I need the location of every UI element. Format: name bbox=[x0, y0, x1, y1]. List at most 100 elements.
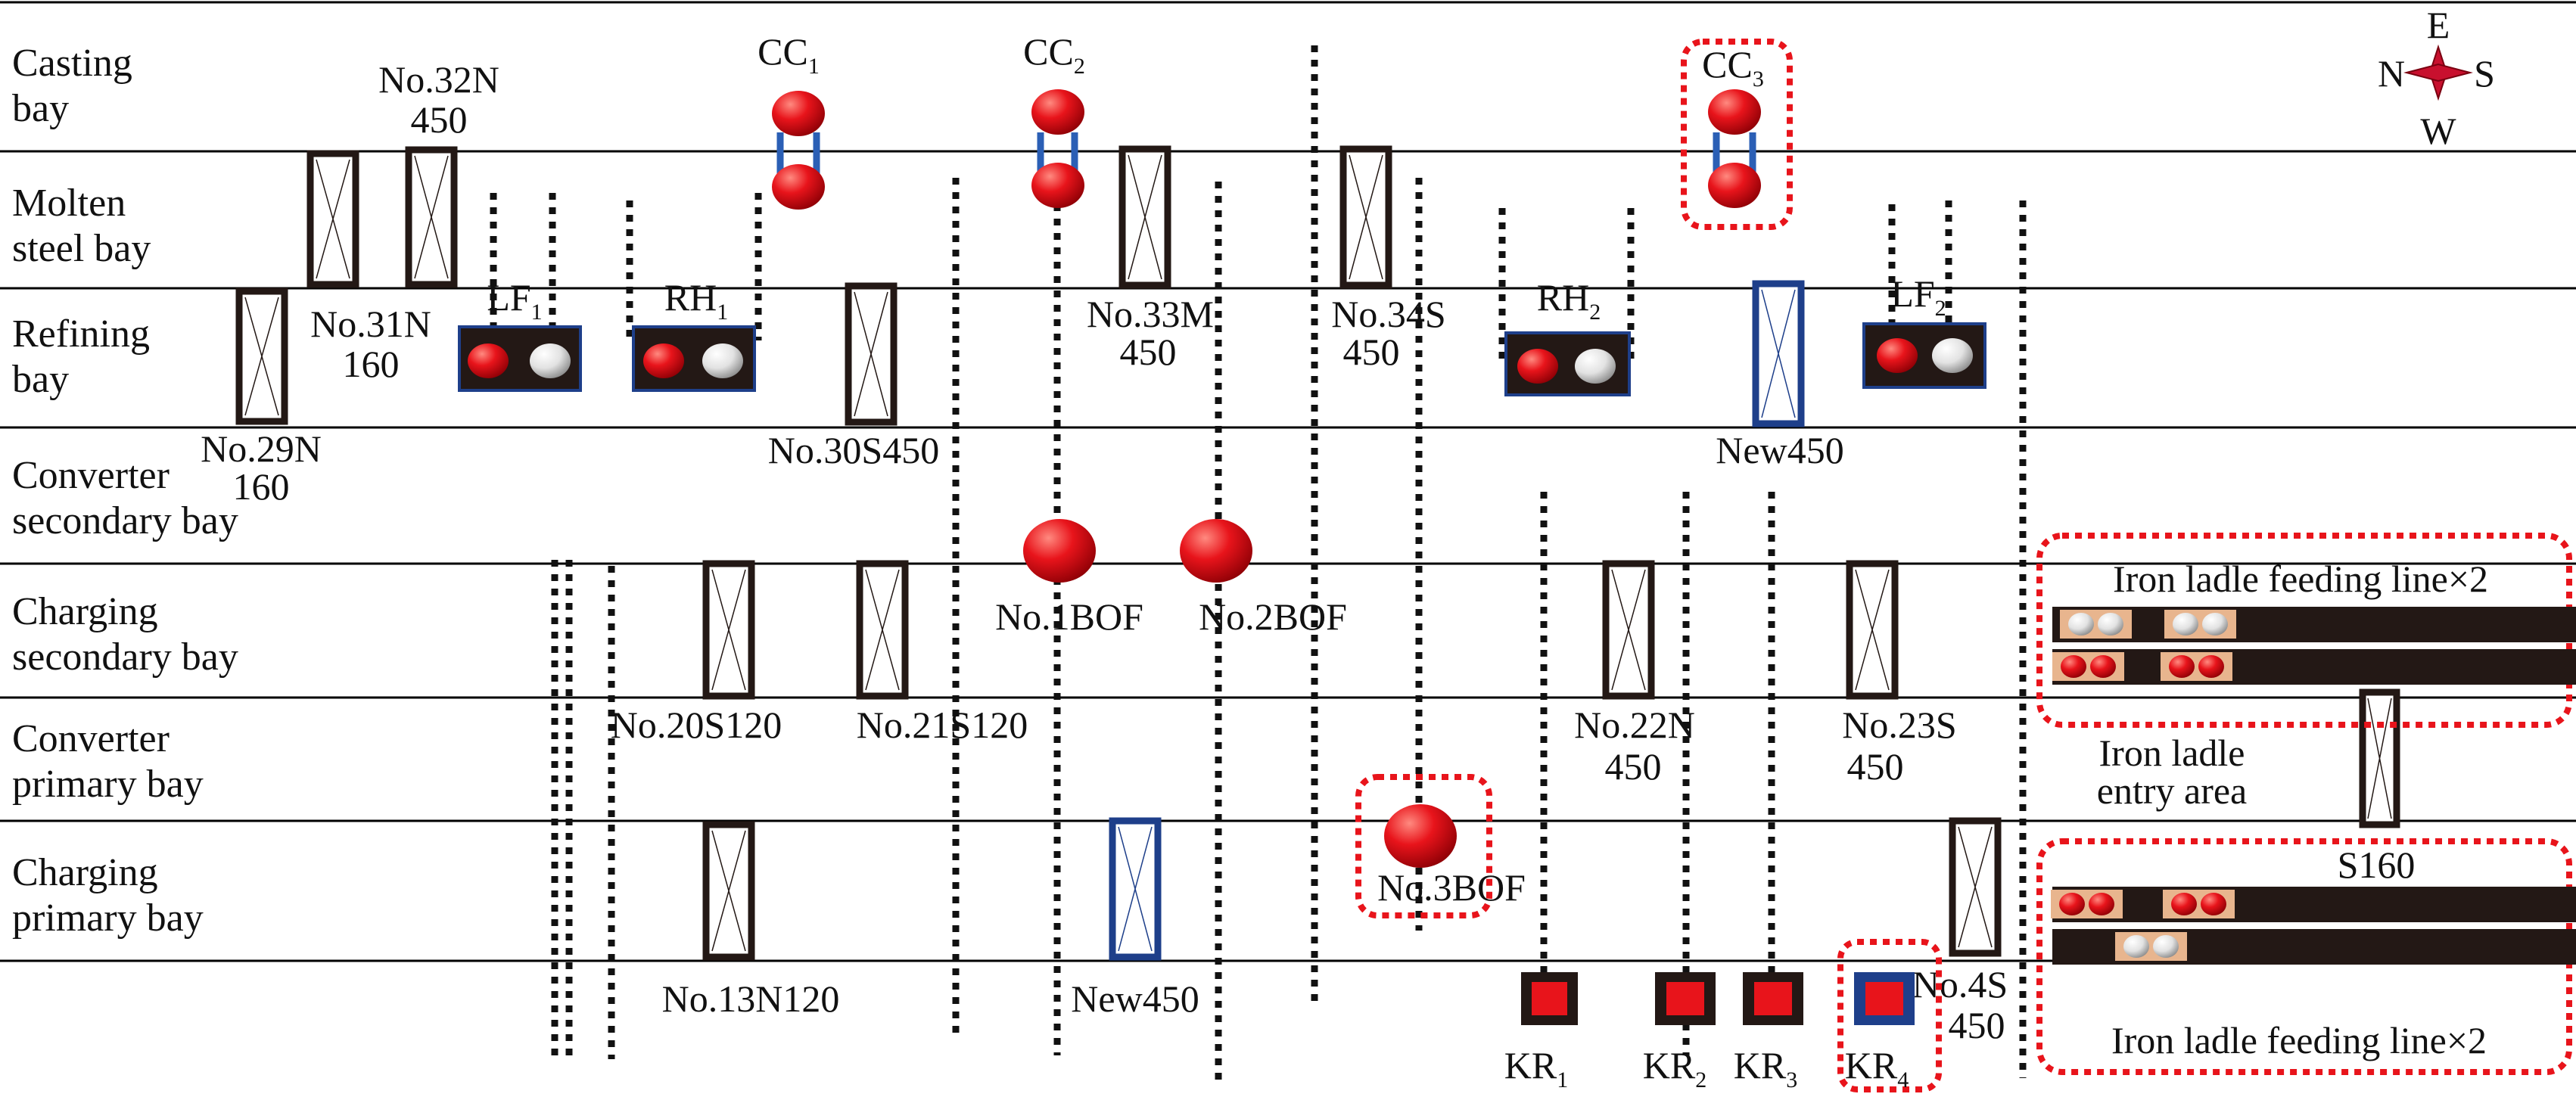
iron-entry-label-line2: entry area bbox=[2097, 769, 2247, 812]
bay-charg-secondary-line1: Charging bbox=[12, 590, 158, 633]
converters: No.1BOF No.2BOF No.3BOF bbox=[995, 519, 1526, 918]
bay-casting-line2: bay bbox=[12, 87, 69, 130]
ladle-car-1 bbox=[2060, 610, 2132, 639]
bay-charg-secondary-line2: secondary bay bbox=[12, 636, 238, 679]
iron-feeding-top-label: Iron ladle feeding line×2 bbox=[2113, 558, 2488, 600]
crane-no13n bbox=[702, 821, 755, 961]
kr-3: KR3 bbox=[1734, 972, 1803, 1092]
kr-4: KR4 bbox=[1837, 939, 1942, 1092]
crane-label-no30s: No.30S450 bbox=[768, 429, 939, 471]
caster-cc1: CC1 bbox=[758, 30, 825, 210]
crane-label-no33m: No.33M bbox=[1087, 293, 1214, 335]
crane-label-no34s-cap: 450 bbox=[1343, 331, 1400, 373]
converter-no2bof bbox=[1180, 519, 1252, 583]
kr-1-label: KR1 bbox=[1504, 1044, 1568, 1092]
crane-no31n bbox=[306, 150, 359, 288]
ladle-car-6 bbox=[2163, 890, 2235, 918]
feeding-track-1 bbox=[2052, 607, 2576, 642]
crane-label-new450-top: New450 bbox=[1716, 429, 1843, 471]
kr-4-highlight bbox=[1837, 939, 1942, 1092]
crane-label-no4s: No.4S bbox=[1912, 963, 2008, 1005]
crane-label-no34s: No.34S bbox=[1331, 293, 1445, 335]
crane-label-no32n-cap: 450 bbox=[411, 98, 468, 141]
crane-new450-top bbox=[1752, 280, 1805, 427]
bay-refining-line1: Refining bbox=[12, 312, 150, 356]
bay-conv-secondary-line2: secondary bay bbox=[12, 499, 238, 542]
refining-lf1: LF1 bbox=[458, 276, 582, 392]
crane-label-no31n-cap: 160 bbox=[343, 343, 400, 385]
refining-lf2-label: LF2 bbox=[1890, 272, 1946, 321]
crane-no30s bbox=[845, 282, 898, 426]
feeding-track-2 bbox=[2052, 649, 2576, 685]
bay-molten-line2: steel bay bbox=[12, 227, 151, 270]
refining-lf2: LF2 bbox=[1862, 272, 1986, 389]
iron-entry-label-line1: Iron ladle bbox=[2099, 732, 2245, 774]
crane-no32n bbox=[405, 146, 458, 288]
kr-3-label: KR3 bbox=[1734, 1044, 1797, 1092]
converter-no3bof-label: No.3BOF bbox=[1377, 866, 1526, 909]
compass-south: S bbox=[2474, 52, 2495, 95]
crane-labels: No.32N 450 No.31N 160 No.29N 160 No.30S4… bbox=[201, 58, 2008, 1046]
crane-label-no4s-cap: 450 bbox=[1949, 1004, 2005, 1046]
converter-no1bof-label: No.1BOF bbox=[995, 595, 1143, 638]
crane-no21s bbox=[856, 560, 909, 700]
caster-cc2-label: CC2 bbox=[1023, 30, 1085, 79]
bay-refining-line2: bay bbox=[12, 358, 69, 401]
kr-2-label: KR2 bbox=[1643, 1044, 1706, 1092]
crane-no29n bbox=[235, 287, 288, 425]
converter-no3bof-highlight bbox=[1355, 774, 1492, 918]
caster-cc2: CC2 bbox=[1023, 30, 1085, 208]
converter-no1bof bbox=[1023, 519, 1096, 583]
compass-east: E bbox=[2427, 4, 2450, 46]
crane-label-no23s: No.23S bbox=[1842, 704, 1956, 746]
bay-labels: Casting bay Molten steel bay Refining ba… bbox=[12, 42, 238, 940]
kr-1: KR1 bbox=[1504, 972, 1578, 1092]
caster-cc3: CC3 bbox=[1681, 39, 1793, 230]
caster-cc3-label: CC3 bbox=[1702, 43, 1764, 92]
refining-rh1: RH1 bbox=[632, 276, 756, 392]
ladle-car-3 bbox=[2052, 652, 2124, 681]
crane-label-no29n: No.29N bbox=[201, 427, 322, 470]
crane-iron-entry bbox=[2359, 688, 2400, 828]
crane-no23s bbox=[1846, 560, 1899, 700]
crane-no33m bbox=[1118, 145, 1171, 289]
bay-charg-primary-line1: Charging bbox=[12, 851, 158, 894]
kr-2: KR2 bbox=[1643, 972, 1716, 1092]
iron-feeding-bottom: S160 Iron ladle feeding line×2 bbox=[2036, 838, 2576, 1075]
crane-label-new450-bottom: New450 bbox=[1071, 977, 1199, 1020]
crane-no34s bbox=[1339, 145, 1392, 289]
bay-grid bbox=[0, 1, 2576, 962]
bay-conv-secondary-line1: Converter bbox=[12, 454, 170, 497]
caster-cc1-label: CC1 bbox=[758, 30, 820, 79]
kr-stations: KR1 KR2 KR3 KR4 bbox=[1504, 939, 1942, 1092]
iron-feeding-bottom-label: Iron ladle feeding line×2 bbox=[2111, 1019, 2487, 1061]
dotted-rails bbox=[490, 45, 2027, 1086]
ladle-car-7 bbox=[2115, 932, 2187, 961]
refining-rh2: RH2 bbox=[1504, 276, 1631, 396]
cranes bbox=[235, 145, 2400, 961]
refining-rh1-label: RH1 bbox=[664, 276, 728, 325]
iron-feeding-top: Iron ladle feeding line×2 bbox=[2036, 533, 2576, 728]
bay-conv-primary-line1: Converter bbox=[12, 717, 170, 760]
ladle-car-5 bbox=[2051, 890, 2123, 918]
bay-casting-line1: Casting bbox=[12, 42, 132, 85]
bay-molten-line1: Molten bbox=[12, 182, 126, 225]
iron-s160-label: S160 bbox=[2338, 844, 2416, 886]
refining-lf1-label: LF1 bbox=[487, 276, 542, 325]
converter-no3bof bbox=[1384, 804, 1457, 868]
ladle-car-2 bbox=[2164, 610, 2236, 639]
bay-charg-primary-line2: primary bay bbox=[12, 897, 204, 940]
bay-conv-primary-line2: primary bay bbox=[12, 763, 204, 806]
caster-cc3-highlight bbox=[1681, 39, 1793, 230]
crane-no22n bbox=[1602, 560, 1655, 700]
ladle-car-4 bbox=[2161, 652, 2232, 681]
crane-new450-bottom bbox=[1109, 817, 1162, 961]
casters: CC1 CC2 CC3 bbox=[758, 30, 1793, 230]
crane-label-no22n-cap: 450 bbox=[1605, 745, 1662, 788]
compass-icon: E N S W bbox=[2378, 4, 2495, 152]
refining-rh2-label: RH2 bbox=[1537, 276, 1601, 325]
crane-label-no22n: No.22N bbox=[1574, 704, 1695, 746]
kr-4-label: KR4 bbox=[1845, 1044, 1909, 1092]
compass-west: W bbox=[2420, 110, 2456, 152]
